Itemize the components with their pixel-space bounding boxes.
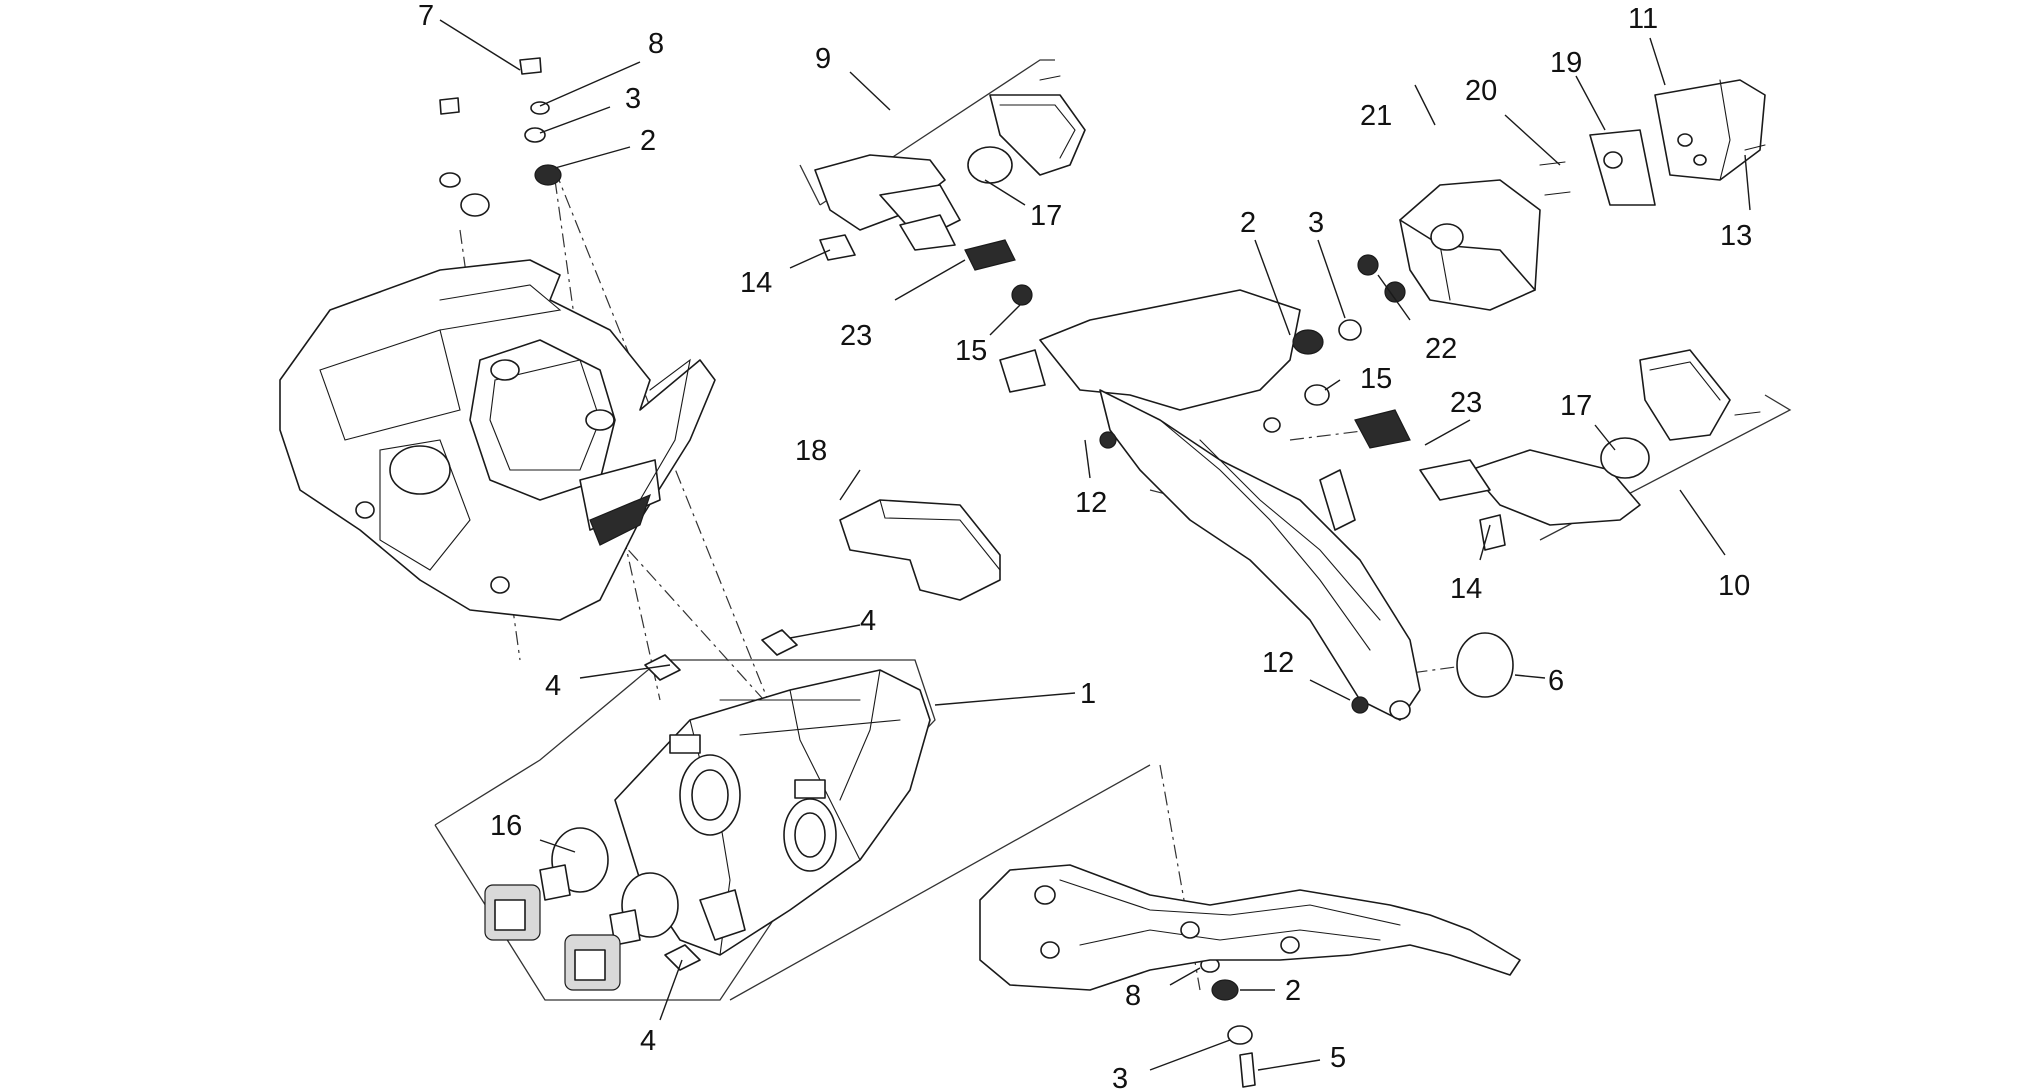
callout-2: 2 — [1285, 975, 1301, 1007]
callout-13: 13 — [1720, 220, 1752, 252]
callout-12: 12 — [1262, 647, 1294, 679]
callout-18: 18 — [795, 435, 827, 467]
callout-20: 20 — [1465, 75, 1497, 107]
callout-3: 3 — [1112, 1063, 1128, 1091]
right-turn-signal — [1354, 349, 1761, 551]
callout-15: 15 — [955, 335, 987, 367]
callout-1: 1 — [1080, 678, 1096, 710]
rear-cowl — [279, 259, 716, 621]
callout-7: 7 — [418, 0, 434, 32]
callout-15: 15 — [1360, 363, 1392, 395]
callout-3: 3 — [625, 83, 641, 115]
left-turn-signal — [814, 75, 1086, 306]
callout-3: 3 — [1308, 207, 1324, 239]
seat-pad — [839, 499, 1001, 601]
callout-17: 17 — [1560, 390, 1592, 422]
callout-2: 2 — [640, 125, 656, 157]
callout-4: 4 — [545, 670, 561, 702]
callout-14: 14 — [740, 267, 772, 299]
callout-8: 8 — [1125, 980, 1141, 1012]
callout-2: 2 — [1240, 207, 1256, 239]
subframe-bracket — [979, 864, 1521, 991]
callout-4: 4 — [860, 605, 876, 637]
callout-labels: 1 2 3 8 7 4 4 4 16 9 17 14 23 15 18 2 3 … — [418, 0, 1752, 1091]
callout-17: 17 — [1030, 200, 1062, 232]
callout-12: 12 — [1075, 487, 1107, 519]
clip-nuts — [644, 629, 798, 971]
callout-8: 8 — [648, 28, 664, 60]
grommets-and-spacers — [439, 57, 1514, 1088]
tail-light-housing — [614, 669, 931, 956]
callout-23: 23 — [1450, 387, 1482, 419]
callout-10: 10 — [1718, 570, 1750, 602]
callout-19: 19 — [1550, 47, 1582, 79]
callout-4: 4 — [640, 1025, 656, 1057]
callout-6: 6 — [1548, 665, 1564, 697]
callout-16: 16 — [490, 810, 522, 842]
callout-14: 14 — [1450, 573, 1482, 605]
leader-lines — [439, 19, 1751, 1071]
callout-22: 22 — [1425, 333, 1457, 365]
license-plate-holder — [999, 289, 1421, 721]
callout-5: 5 — [1330, 1042, 1346, 1074]
callout-9: 9 — [815, 43, 831, 75]
reflector-mount-group — [1357, 79, 1766, 311]
callout-23: 23 — [840, 320, 872, 352]
callout-11: 11 — [1628, 3, 1658, 35]
callout-21: 21 — [1360, 100, 1392, 132]
bulbs-and-sockets — [484, 827, 679, 991]
